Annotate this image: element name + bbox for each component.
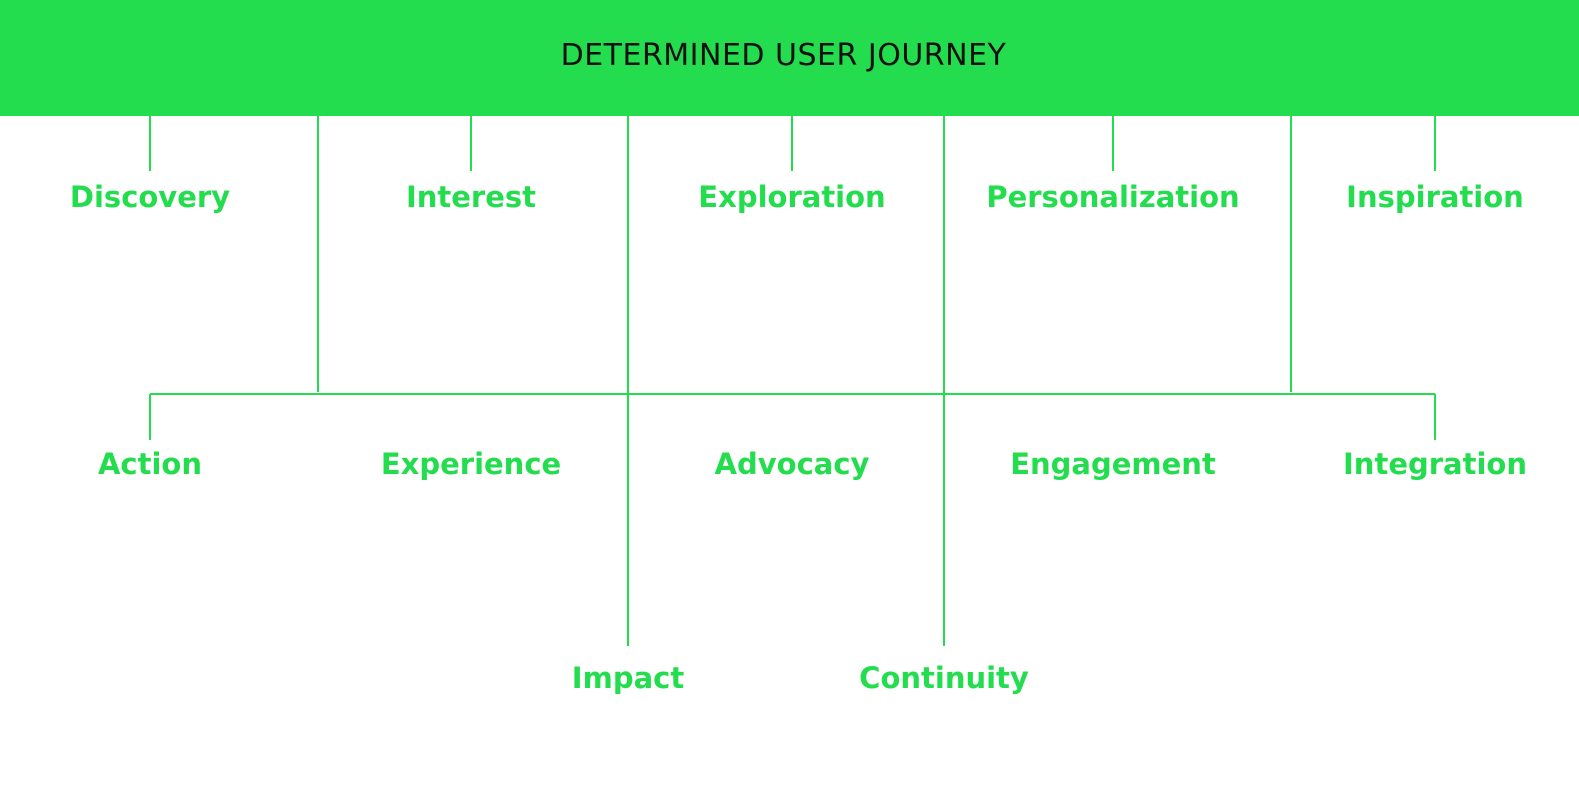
stage-label-integration: Integration xyxy=(1343,447,1527,481)
stage-label-experience: Experience xyxy=(380,447,562,481)
stage-label-continuity: Continuity xyxy=(859,661,1029,695)
stage-label-inspiration: Inspiration xyxy=(1346,180,1524,214)
stage-label-impact: Impact xyxy=(571,661,685,695)
diagram-title: DETERMINED USER JOURNEY xyxy=(560,38,1007,73)
stage-label-interest: Interest xyxy=(405,180,537,214)
stage-label-advocacy: Advocacy xyxy=(714,447,870,481)
stage-label-discovery: Discovery xyxy=(69,180,231,214)
stage-label-engagement: Engagement xyxy=(1010,447,1216,481)
stage-label-personalization: Personalization xyxy=(986,180,1240,214)
header-banner: DETERMINED USER JOURNEY xyxy=(0,0,1579,116)
stage-label-exploration: Exploration xyxy=(698,180,886,214)
stage-label-action: Action xyxy=(97,447,203,481)
